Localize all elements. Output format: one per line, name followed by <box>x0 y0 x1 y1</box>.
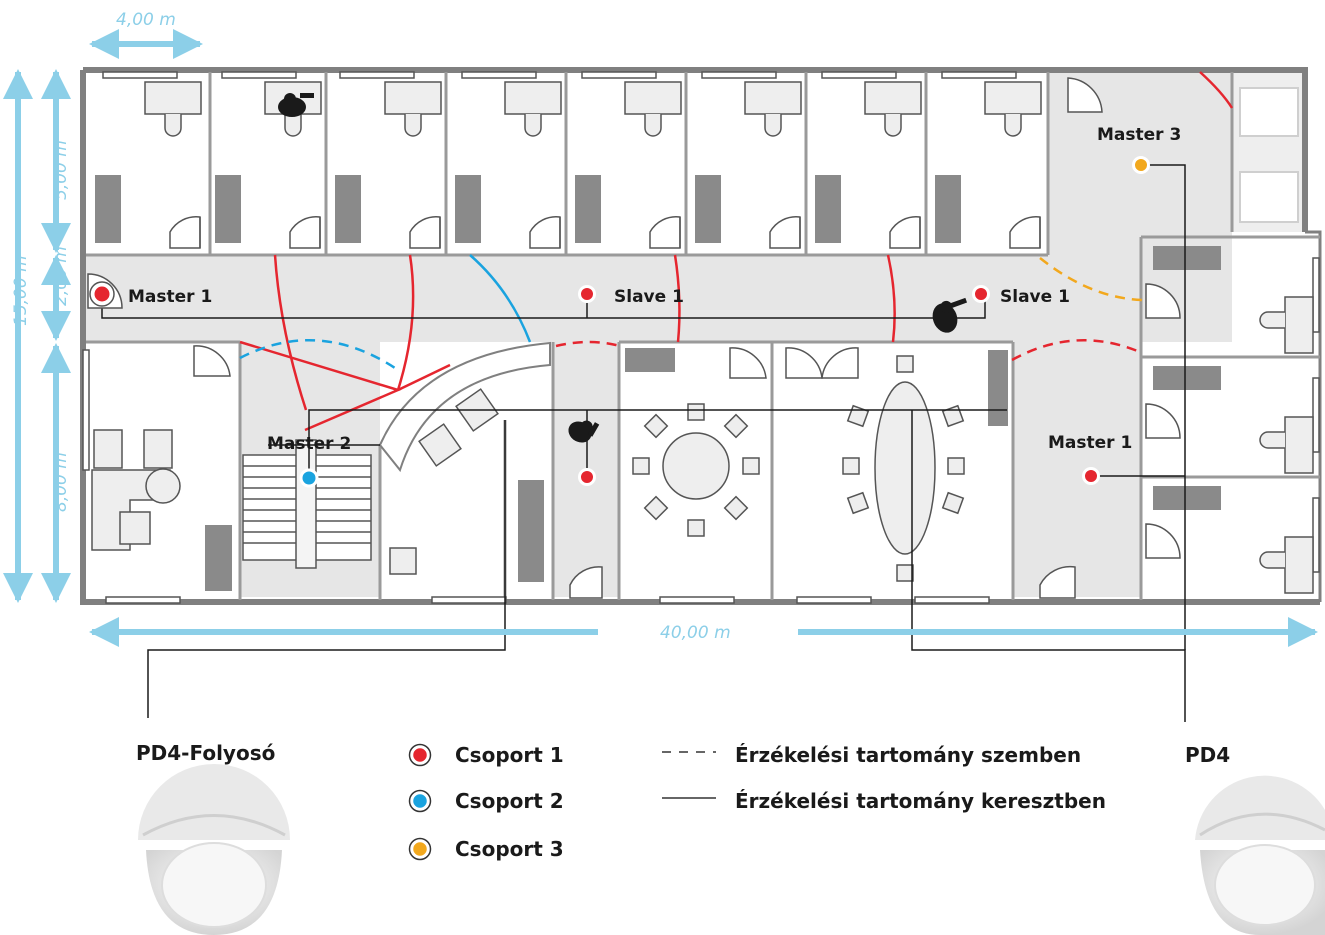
staircase <box>242 439 372 569</box>
legend-group2: Csoport 2 <box>455 789 564 813</box>
right-hall <box>1013 342 1141 597</box>
sensor-master3 <box>1132 156 1150 174</box>
detection-ranges <box>239 71 1234 432</box>
legend: Csoport 1 Csoport 2 Csoport 3 Érzékelési… <box>408 743 1106 861</box>
label-master3: Master 3 <box>1097 125 1181 145</box>
label-master1-corridor: Master 1 <box>128 287 212 307</box>
office-furniture <box>95 77 1103 249</box>
label-master2: Master 2 <box>267 434 351 454</box>
sensor-master1-right <box>1082 467 1100 485</box>
product-left-label: PD4-Folyosó <box>136 741 275 765</box>
meeting-room-oval <box>785 347 1008 582</box>
dim-side-total: 15,00 m <box>11 255 31 326</box>
legend-group1: Csoport 1 <box>455 743 564 767</box>
sensor-slave1-a <box>578 285 596 303</box>
label-slave1-b: Slave 1 <box>1000 287 1070 307</box>
main-corridor <box>86 255 1142 342</box>
lower-left-office <box>91 345 232 591</box>
sensor-slave1-b <box>972 285 990 303</box>
sensor-master1-corridor <box>91 283 113 305</box>
wiring <box>101 164 1186 722</box>
label-master1-right: Master 1 <box>1048 433 1132 453</box>
pd4-folyoso-sensor-image <box>138 764 290 935</box>
sensors <box>87 156 1150 488</box>
label-slave1-a: Slave 1 <box>614 287 684 307</box>
dim-side-lower: 8,00 m <box>51 452 71 512</box>
sensor-master2 <box>299 468 319 488</box>
legend-solid: Érzékelési tartomány keresztben <box>735 789 1106 813</box>
right-room-furniture <box>1145 246 1314 594</box>
dim-bottom-width: 40,00 m <box>660 623 731 643</box>
meeting-room-round <box>625 347 767 537</box>
sensor-red-meeting <box>578 468 596 486</box>
dimension-lines <box>3 29 1318 647</box>
legend-group3: Csoport 3 <box>455 837 564 861</box>
dim-top-width: 4,00 m <box>116 10 176 30</box>
dim-side-corridor: 2,00 m <box>51 246 71 306</box>
dim-side-upper: 5,00 m <box>51 140 71 200</box>
pd4-sensor-image <box>1195 775 1325 935</box>
person-icons <box>278 93 968 443</box>
reception-furniture <box>389 388 603 599</box>
product-right-label: PD4 <box>1185 743 1230 767</box>
legend-dashed: Érzékelési tartomány szemben <box>735 743 1081 767</box>
